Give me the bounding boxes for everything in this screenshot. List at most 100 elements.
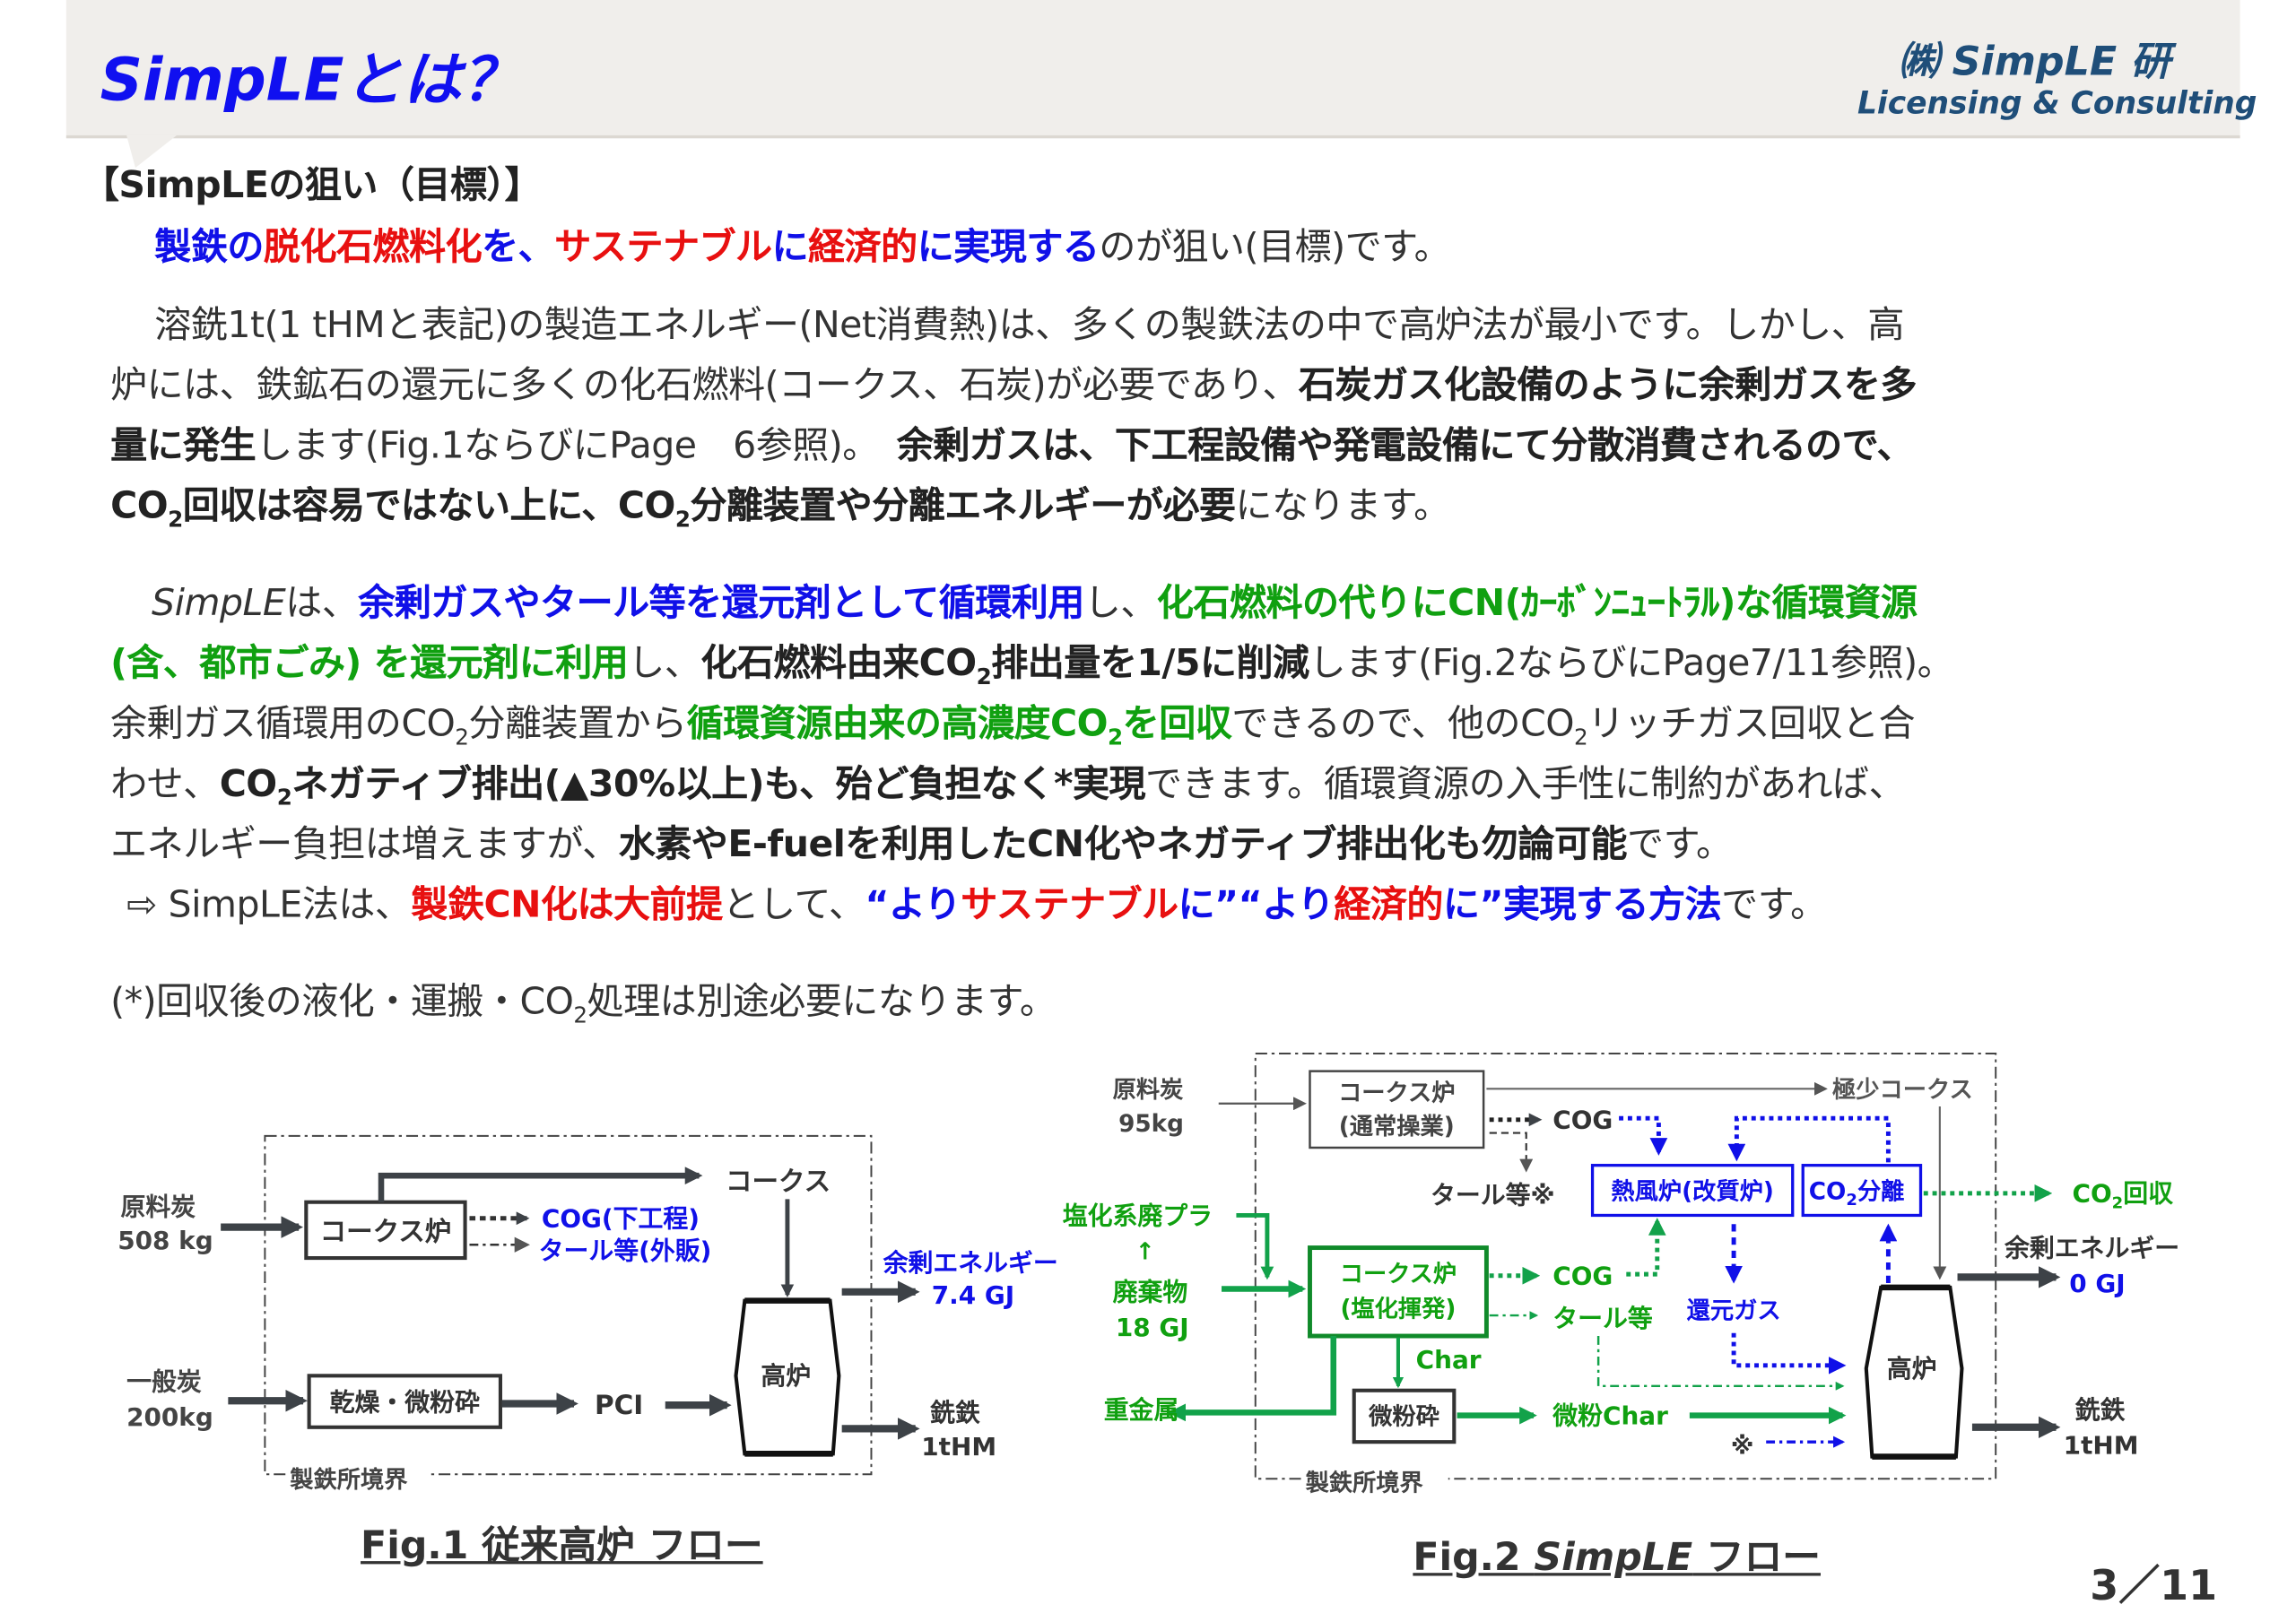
fig1-tar: タール等(外販) xyxy=(539,1236,712,1266)
text-line: CO2回収は容易ではない上に、CO2分離装置や分離エネルギーが必要になります。 xyxy=(110,477,1450,533)
subscript: 2 xyxy=(1108,724,1123,750)
fig2-caption-suffix: フロー xyxy=(1692,1536,1821,1581)
fig1-general-coal-amount: 200kg xyxy=(126,1402,213,1432)
fig2-pig-iron: 銑鉄 xyxy=(2074,1395,2126,1425)
fig2-cog-2: COG xyxy=(1552,1262,1613,1291)
text-segment: リッチガス回収と合 xyxy=(1587,701,1916,745)
text-segment: します(Fig.2ならびにPage7/11参照)。 xyxy=(1309,641,1954,685)
fig1-surplus-energy: 余剰エネルギー xyxy=(883,1248,1058,1278)
fig2-pig-iron-amount: 1tHM xyxy=(2064,1430,2139,1460)
text-line: (*)回収後の液化・運搬・CO2処理は別途必要になります。 xyxy=(110,973,1057,1029)
fig2-co2-separation: CO2分離 xyxy=(1809,1177,1905,1210)
text-segment: として、 xyxy=(722,882,865,926)
subscript: 2 xyxy=(674,506,691,533)
fig1-dry-grind-box xyxy=(307,1374,502,1429)
text-line: SimpLEは、余剰ガスやタール等を還元剤として循環利用し、化石燃料の代りにCN… xyxy=(152,574,1918,627)
fig2-caption: Fig.2 SimpLE フロー xyxy=(1413,1527,1821,1582)
text-segment: は、 xyxy=(285,581,359,624)
fig2-waste: 廃棄物 xyxy=(1113,1278,1188,1307)
fig2-arrow xyxy=(1619,1115,1668,1156)
fig1-pig-iron: 銑鉄 xyxy=(929,1398,980,1427)
text-line: エネルギー負担は増えますが、水素やE-fuelを利用したCN化やネガティブ排出化… xyxy=(110,815,1733,868)
page-title: SimpLEとは？ xyxy=(100,47,521,115)
text-segment: 循環資源由来の高濃度CO xyxy=(686,701,1109,745)
text-segment: “より xyxy=(865,882,961,926)
text-segment: を回収 xyxy=(1122,701,1232,745)
text-line: 製鉄の脱化石燃料化を、サステナブルに経済的に実現するのが狙い(目標)です。 xyxy=(154,218,1450,271)
text-segment: です。 xyxy=(1721,882,1827,926)
fig2-arrow xyxy=(1727,1115,1891,1163)
text-segment: になります。 xyxy=(1235,483,1451,527)
text-segment: 脱化石燃料化 xyxy=(263,225,483,268)
text-segment: 排出量を1/5に削減 xyxy=(991,641,1309,685)
fig2-surplus-value: 0 GJ xyxy=(2069,1269,2125,1298)
text-segment: 経済的 xyxy=(1334,882,1443,926)
text-segment: SimpLE xyxy=(152,581,286,624)
subscript: 2 xyxy=(455,724,469,750)
text-segment: わせ、 xyxy=(110,762,220,805)
fig2-hot-stove-box xyxy=(1590,1164,1795,1218)
fig2-boundary-label: 製鉄所境界 xyxy=(1305,1469,1424,1496)
text-line: (含、都市ごみ) を還元剤に利用し、化石燃料由来CO2排出量を1/5に削減します… xyxy=(110,634,1954,690)
subscript: 2 xyxy=(276,784,292,811)
subscript: 2 xyxy=(573,1002,587,1029)
text-segment: できます。循環資源の入手性に制約があれば、 xyxy=(1145,762,1906,805)
fig2-cog-1: COG xyxy=(1552,1106,1613,1135)
fig2-blast-furnace: 高炉 xyxy=(1887,1354,1937,1383)
text-segment: ネガティブ排出(▲30%以上)も、殆ど負担なく*実現 xyxy=(291,762,1146,805)
fig2-boundary xyxy=(1254,1052,1997,1480)
fig2-up-arrow: ↑ xyxy=(1135,1239,1155,1266)
text-segment: します(Fig.1ならびにPage 6参照)。 xyxy=(256,423,897,467)
fig2-arrow xyxy=(1731,1332,1847,1375)
fig2-coke-oven-2: コークス炉 xyxy=(1340,1261,1457,1288)
fig2-coking-coal-amount: 95kg xyxy=(1118,1111,1184,1138)
fig1-surplus-value: 7.4 GJ xyxy=(932,1280,1014,1310)
fig2-arrow xyxy=(1489,1132,1534,1173)
text-segment: 分離装置から xyxy=(468,701,687,745)
text-line: 余剰ガス循環用のCO2分離装置から循環資源由来の高濃度CO2を回収できるので、他… xyxy=(110,695,1915,750)
text-segment: できるので、他のCO xyxy=(1231,701,1575,745)
text-segment: ⇨ SimpLE法は、 xyxy=(126,882,412,926)
text-segment: に実現する xyxy=(917,225,1100,268)
fig2-co2-separation-box xyxy=(1801,1164,1923,1218)
subscript: 2 xyxy=(168,506,183,533)
text-segment: に xyxy=(771,225,809,268)
fig1-coke-oven-box xyxy=(304,1200,467,1261)
text-segment: し、 xyxy=(1083,581,1158,624)
text-segment: 化石燃料由来CO xyxy=(700,641,977,685)
fig2-arrow xyxy=(1596,1336,1845,1391)
text-segment: 分離装置や分離エネルギーが必要 xyxy=(690,483,1237,527)
text-line: 炉には、鉄鉱石の還元に多くの化石燃料(コークス、石炭)が必要であり、石炭ガス化設… xyxy=(110,356,1917,409)
fig2-tar-2: タール等 xyxy=(1552,1304,1653,1333)
fig2-coke-oven-1-sub: (通常操業) xyxy=(1339,1114,1455,1141)
text-segment: (*)回収後の液化・運搬・CO xyxy=(110,979,574,1023)
fig1-caption: Fig.1 従来高炉 フロー xyxy=(361,1524,763,1569)
fig2-coking-coal: 原料炭 xyxy=(1113,1077,1184,1104)
fig1-coke-oven: コークス炉 xyxy=(320,1216,452,1246)
text-segment: 化石燃料の代りにCN(ｶｰﾎﾞﾝﾆｭｰﾄﾗﾙ)な循環資源 xyxy=(1156,581,1918,624)
fig2-caption-prefix: Fig.2 xyxy=(1413,1536,1535,1581)
fig2-hot-stove: 熱風炉(改質炉) xyxy=(1611,1177,1774,1205)
text-segment: 水素やE-fuelを利用したCN化やネガティブ排出化も勿論可能 xyxy=(618,822,1628,865)
text-line: ⇨ SimpLE法は、製鉄CN化は大前提として、“よりサステナブルに”“より経済… xyxy=(126,875,1827,928)
fig1-coking-coal: 原料炭 xyxy=(121,1192,196,1221)
fig2-reducing-gas: 還元ガス xyxy=(1687,1297,1781,1324)
text-segment: 経済的 xyxy=(808,225,918,268)
text-segment: 処理は別途必要になります。 xyxy=(587,979,1057,1023)
fig1-coke: コークス xyxy=(726,1167,831,1197)
fig1-dry-grind: 乾燥・微粉砕 xyxy=(330,1388,480,1418)
fig2-coke-oven-1-box xyxy=(1309,1070,1485,1149)
text-line: 量に発生します(Fig.1ならびにPage 6参照)。 余剰ガスは、下工程設備や… xyxy=(110,416,1914,469)
fig1-general-coal: 一般炭 xyxy=(126,1367,202,1397)
text-segment: 炉には、鉄鉱石の還元に多くの化石燃料(コークス、石炭)が必要であり、 xyxy=(110,363,1299,406)
fig2-grinder: 微粉砕 xyxy=(1368,1402,1439,1430)
text-segment: 余剰ガスは、下工程設備や発電設備にて分散消費されるので、 xyxy=(896,423,1914,467)
fig2-pvc-plastic: 塩化系廃プラ xyxy=(1063,1201,1213,1230)
fig2-coke-oven-2-box xyxy=(1308,1245,1489,1339)
fig2-minimal-coke: 極少コークス xyxy=(1832,1077,1973,1104)
fig2-diagram: 原料炭 95kg コークス炉 (通常操業) 極少コークス COG タール等※ 熱… xyxy=(1063,1052,2179,1496)
subscript: 2 xyxy=(976,664,992,690)
text-segment: 量に発生 xyxy=(110,423,257,467)
